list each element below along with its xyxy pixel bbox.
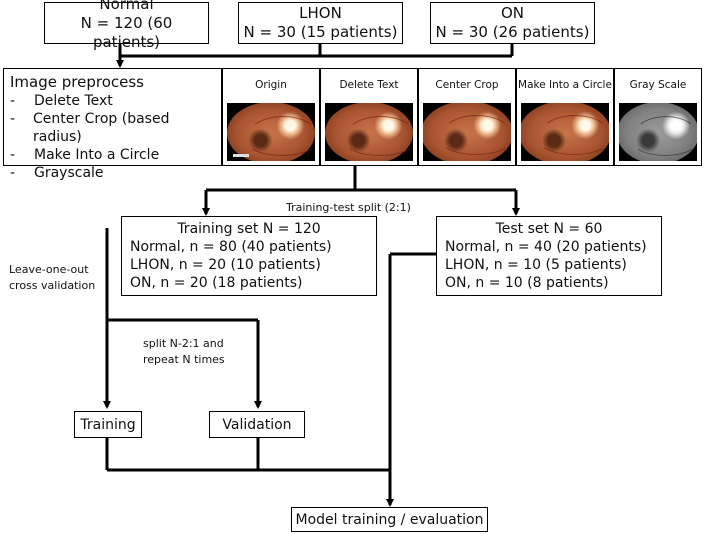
model-evaluation-box: Model training / evaluation xyxy=(291,507,488,532)
group-name: ON xyxy=(500,4,525,22)
group-name: LHON xyxy=(299,4,342,22)
preprocess-box: Image preprocess -Delete Text -Center Cr… xyxy=(3,68,222,181)
fundus-image xyxy=(325,103,413,161)
training-set-title: Training set N = 120 xyxy=(177,221,321,237)
fundus-image xyxy=(227,103,315,161)
preprocess-step: -Center Crop (based radius) xyxy=(10,111,170,145)
training-box: Training xyxy=(74,411,142,438)
preprocess-step: -Delete Text xyxy=(10,93,113,109)
fundus-photo-grayscale xyxy=(619,103,697,161)
repeat-label: split N-2:1 and repeat N times xyxy=(143,337,225,366)
training-set-line: Normal, n = 80 (40 patients) xyxy=(130,239,332,255)
group-box-on: ON N = 30 (26 patients) xyxy=(430,2,595,44)
fundus-photo xyxy=(325,103,413,161)
panel-caption: Make Into a Circle xyxy=(518,78,612,91)
fundus-photo xyxy=(521,103,609,161)
panel-caption: Gray Scale xyxy=(629,78,687,91)
cv-label: Leave-one-out cross validation xyxy=(9,263,96,292)
test-set-line: ON, n = 10 (8 patients) xyxy=(445,275,609,291)
fundus-image xyxy=(619,103,697,161)
image-panel-center-crop: Center Crop xyxy=(418,68,516,166)
fundus-photo xyxy=(227,103,315,161)
image-panel-gray-scale: Gray Scale xyxy=(614,68,702,166)
group-box-lhon: LHON N = 30 (15 patients) xyxy=(238,2,403,44)
group-name: Normal xyxy=(99,0,154,13)
image-panel-delete-text: Delete Text xyxy=(320,68,418,166)
image-panel-make-circle: Make Into a Circle xyxy=(516,68,614,166)
test-set-line: Normal, n = 40 (20 patients) xyxy=(445,239,647,255)
group-count: N = 120 (60 patients) xyxy=(80,13,173,51)
fundus-image xyxy=(521,103,609,161)
image-panel-origin: Origin xyxy=(222,68,320,166)
image-text-overlay xyxy=(233,154,249,157)
panel-caption: Origin xyxy=(255,78,287,91)
group-count: N = 30 (15 patients) xyxy=(243,23,398,41)
panel-caption: Center Crop xyxy=(435,78,499,91)
split-label: Training-test split (2:1) xyxy=(286,201,411,214)
test-set-box: Test set N = 60 Normal, n = 40 (20 patie… xyxy=(436,216,662,296)
preprocess-step-list: -Delete Text -Center Crop (based radius)… xyxy=(10,92,215,182)
group-count: N = 30 (26 patients) xyxy=(435,23,590,41)
training-set-line: ON, n = 20 (18 patients) xyxy=(130,275,303,291)
preprocess-title: Image preprocess xyxy=(10,73,144,91)
training-set-box: Training set N = 120 Normal, n = 80 (40 … xyxy=(121,216,377,296)
training-set-line: LHON, n = 20 (10 patients) xyxy=(130,257,321,273)
test-set-line: LHON, n = 10 (5 patients) xyxy=(445,257,627,273)
group-box-normal: Normal N = 120 (60 patients) xyxy=(44,0,209,51)
preprocess-step: -Grayscale xyxy=(10,165,104,181)
test-set-title: Test set N = 60 xyxy=(495,221,603,237)
fundus-photo xyxy=(423,103,511,161)
validation-box: Validation xyxy=(209,411,305,438)
panel-caption: Delete Text xyxy=(339,78,399,91)
preprocess-step: -Make Into a Circle xyxy=(10,147,160,163)
fundus-image xyxy=(423,103,511,161)
